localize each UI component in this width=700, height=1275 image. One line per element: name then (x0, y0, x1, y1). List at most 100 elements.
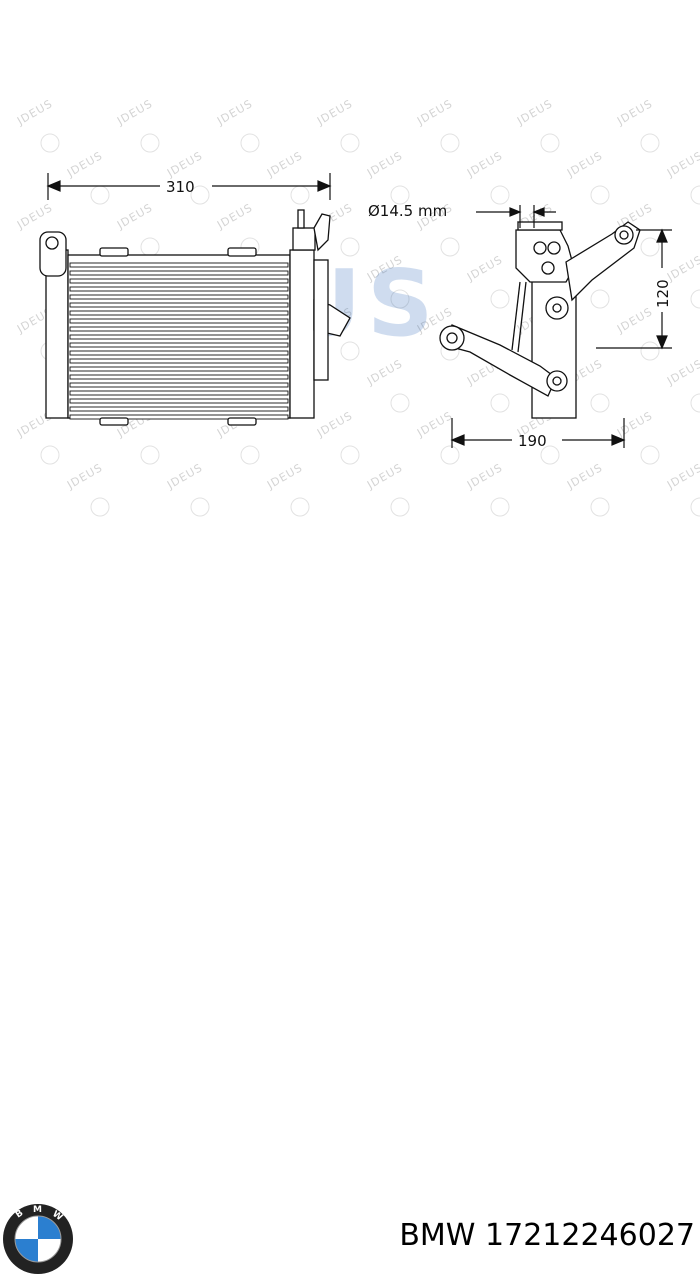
watermark-dot (390, 289, 410, 309)
watermark-tile: JDEUS (664, 461, 700, 492)
boss (545, 296, 569, 320)
watermark-tile: JDEUS (164, 461, 205, 492)
watermark-tile: JDEUS (64, 149, 105, 180)
fin-row (69, 270, 289, 276)
fin-row (69, 406, 289, 412)
watermark-dot (290, 497, 310, 517)
watermark-tile: JDEUS (664, 149, 700, 180)
watermark-dot (490, 497, 510, 517)
watermark-dot (440, 445, 460, 465)
watermark-dot (490, 185, 510, 205)
dimension-label-310: 310 (166, 178, 195, 196)
fin-row (69, 318, 289, 324)
watermark-dot (40, 445, 60, 465)
watermark-dot (190, 185, 210, 205)
pipe-edge (517, 281, 527, 353)
fitting-port (541, 261, 555, 275)
core-fins (69, 262, 289, 420)
top-fitting-block (515, 229, 575, 283)
arrow-head (46, 180, 61, 192)
fin-row (69, 262, 289, 268)
right-tank (289, 249, 315, 419)
diameter-callout (476, 205, 556, 228)
watermark-dot (90, 185, 110, 205)
right-channel (313, 259, 329, 381)
brand-name: BMW (399, 1218, 476, 1253)
watermark-dot (240, 445, 260, 465)
watermark-dot (590, 185, 610, 205)
arrow-head (611, 434, 626, 446)
watermark-tile: JDEUS (164, 149, 205, 180)
watermark-tile: JDEUS (464, 461, 505, 492)
fin-row (69, 294, 289, 300)
watermark-dot (590, 393, 610, 413)
top-foot (99, 247, 129, 257)
right-top-fitting (292, 227, 316, 251)
watermark-dot (690, 185, 700, 205)
watermark-dot (690, 497, 700, 517)
watermark-dot (140, 445, 160, 465)
watermark-tile: JDEUS (464, 253, 505, 284)
watermark-tile: JDEUS (364, 461, 405, 492)
pipe-edge (511, 281, 521, 351)
watermark-dot (190, 497, 210, 517)
fin-row (69, 414, 289, 420)
watermark-tile: JDEUS (214, 97, 255, 128)
watermark-dot (640, 445, 660, 465)
footer: B M W BMW 17212246027 (0, 600, 700, 1274)
watermark-dot (690, 289, 700, 309)
boss-hole (552, 376, 562, 386)
boss (546, 370, 568, 392)
right-bracket (313, 213, 331, 252)
fin-row (69, 366, 289, 372)
lower-mount-bushing (439, 325, 465, 351)
watermark-dot (640, 341, 660, 361)
part-number: 17212246027 (485, 1218, 695, 1253)
arrow-head (532, 207, 545, 217)
upper-mount-hole (619, 230, 629, 240)
fin-row (69, 390, 289, 396)
watermark-tile: JDEUS (364, 149, 405, 180)
watermark-tile: JDEUS (614, 305, 655, 336)
watermark-dot (590, 497, 610, 517)
watermark-dot (340, 341, 360, 361)
watermark-dot (440, 133, 460, 153)
watermark-dot (640, 237, 660, 257)
dimension-label-diameter: Ø14.5 mm (368, 202, 447, 220)
top-foot (227, 247, 257, 257)
fitting-port (547, 241, 561, 255)
watermark-tile: JDEUS (114, 97, 155, 128)
watermark-dot (640, 133, 660, 153)
logo-letter-m: M (33, 1205, 42, 1215)
fin-row (69, 310, 289, 316)
upper-mount-bushing (614, 225, 634, 245)
arrow-head (317, 180, 332, 192)
bottom-foot (227, 417, 257, 426)
watermark-dot (240, 133, 260, 153)
watermark-dot (290, 185, 310, 205)
watermark-tile: JDEUS (614, 409, 655, 440)
arrow-head (656, 335, 668, 350)
watermark-dot (540, 445, 560, 465)
watermark-tile: JDEUS (114, 201, 155, 232)
fin-row (69, 342, 289, 348)
watermark-tile: JDEUS (564, 149, 605, 180)
watermark-tile: JDEUS (264, 461, 305, 492)
watermark-tile: JDEUS (264, 149, 305, 180)
watermark-tile: JDEUS (364, 357, 405, 388)
dimension-label-120: 120 (654, 279, 672, 308)
dimension-310 (46, 173, 332, 200)
watermark-dot (590, 289, 610, 309)
watermark-tile: JDEUS (664, 357, 700, 388)
lower-mount-hole (446, 332, 458, 344)
bottom-foot (99, 417, 129, 426)
watermark-dot (340, 445, 360, 465)
watermark-dot (390, 185, 410, 205)
watermark-dot (690, 393, 700, 413)
fin-row (69, 302, 289, 308)
watermark-tile: JDEUS (464, 149, 505, 180)
watermark-dot (340, 237, 360, 257)
dimension-label-190: 190 (518, 432, 547, 450)
watermark-dot (340, 133, 360, 153)
watermark-dot (440, 237, 460, 257)
